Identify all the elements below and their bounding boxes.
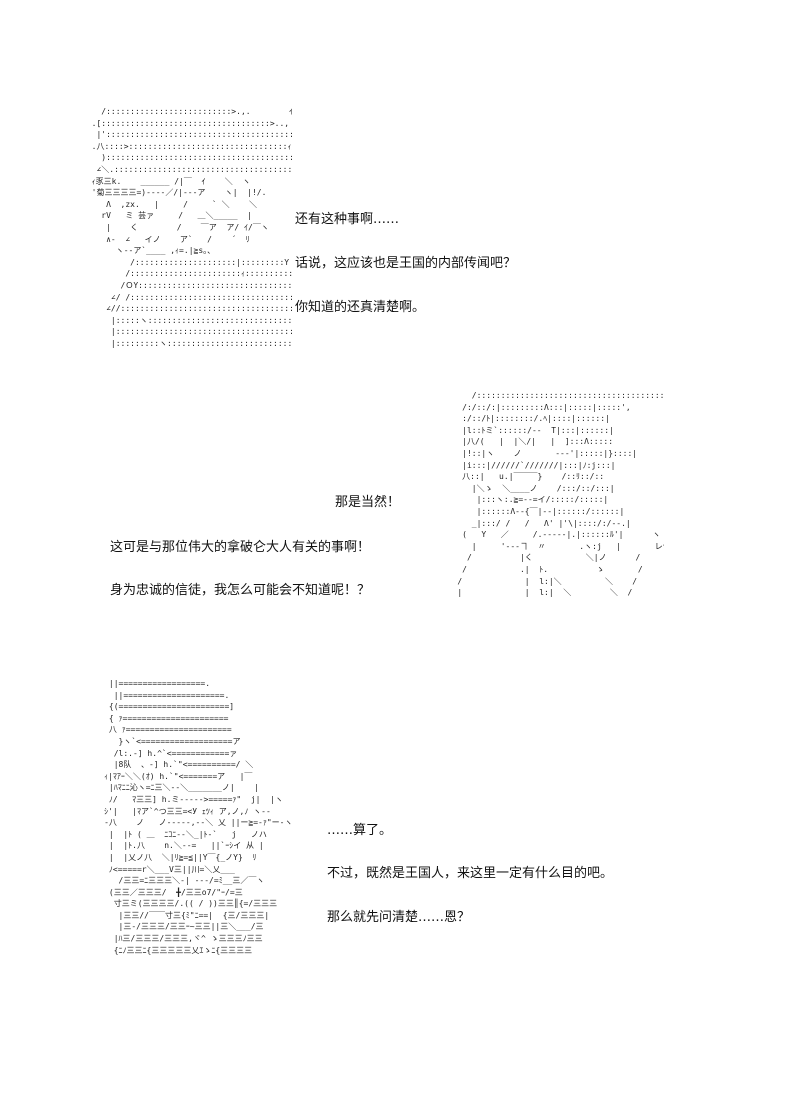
panel-3-line-2: 不过，既然是王国人，来这里一定有什么目的吧。 — [327, 866, 614, 881]
panel-3-line-3: 那么就先问清楚……恩？ — [327, 910, 471, 925]
panel-2-line-2: 这可是与那位伟大的拿破仑大人有关的事啊！ — [110, 540, 371, 555]
panel-2-line-3: 身为忠诚的信徒，我怎么可能会不知道呢！？ — [110, 583, 371, 598]
ascii-art-character-1: /::::::::::::::::::::::::::>.,. ｲ=. .[::… — [91, 107, 292, 348]
panel-1-line-1: 还有这种事啊…… — [295, 212, 400, 227]
panel-1-line-3: 你知道的还真清楚啊。 — [295, 300, 426, 315]
ascii-art-character-2: /:::::::::::::::::::::::::::::::::::::::… — [457, 391, 664, 598]
ascii-art-character-3: ||==================. ||================… — [104, 679, 293, 955]
panel-2-line-1: 那是当然！ — [334, 495, 400, 510]
panel-3-line-1: ……算了。 — [327, 823, 393, 838]
panel-1-line-2: 话说，这应该也是王国的内部传闻吧？ — [295, 256, 517, 271]
